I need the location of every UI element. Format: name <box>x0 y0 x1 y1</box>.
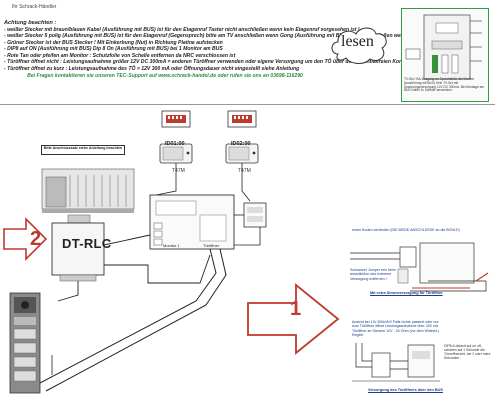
support-contact: Bei Fragen kontaktieren sie unseren TEC-… <box>27 73 303 79</box>
right-mid-note: Schwarzer Jumper rein beim anschließen d… <box>350 268 396 281</box>
door-station <box>9 292 41 394</box>
dt-rlc-module <box>51 214 105 282</box>
dip-switch-right <box>227 110 257 128</box>
gate-note: Bitte Anschlusssatz siehe Anleitung beac… <box>41 145 125 155</box>
right-caption-bus: Versorgung des Türöffners über den BUS <box>368 388 443 392</box>
right-wiring-bottom <box>352 343 440 382</box>
monitor-left <box>159 143 193 164</box>
distribution-unit <box>243 202 267 228</box>
model-left-label: T47M <box>172 168 185 174</box>
model-right-label: T47M <box>238 168 251 174</box>
arrow-2 <box>3 217 48 261</box>
monitor-right <box>225 143 259 164</box>
note-line: - Grüner Stecker ist der BUS Stecker ! M… <box>4 39 223 46</box>
note-line: - weißer Stecker 5 polig (Ausführung mit… <box>4 33 443 39</box>
notes-block: Achtung beachten : - weißer Stecker mit … <box>4 20 443 80</box>
arrow-1 <box>247 283 340 355</box>
lesen-cloud <box>331 27 387 64</box>
right-wiring-top <box>350 242 489 292</box>
inset-wiring <box>405 14 482 80</box>
note-line: - Türöffner öffnet zu kurz : Leistungsau… <box>4 65 300 72</box>
right-caption-external: Mit extra Stromversorgung für Türöffner <box>370 291 443 295</box>
dip-note: DIP8-6 default auf on off, schalten auf … <box>444 344 491 360</box>
note-line: - Rote Tan oder pfeifen am Monitor : Sch… <box>4 52 236 59</box>
wiring-diagram <box>3 110 489 394</box>
note-line: - weißer Stecker mit braun/blauen Kabel … <box>4 26 360 33</box>
dip-switch-left <box>161 110 191 128</box>
gate-drawing <box>41 168 135 213</box>
dip-right-label: ID02:00 <box>231 141 251 147</box>
brand-label: Ihr Schrack-Händler <box>12 4 57 10</box>
right-top-note: erster Boden verbinden (DIE BEIDE ANSCHL… <box>352 228 460 232</box>
right-low-note: Ansicht bei 12v 300mA!!! Falls nichts pa… <box>352 320 440 337</box>
inset-panel <box>401 8 489 102</box>
notes-title: Achtung beachten : <box>4 20 57 26</box>
dip-left-label: ID01:00 <box>165 141 185 147</box>
lesen-label: lesen <box>341 33 374 50</box>
control-unit <box>149 194 235 250</box>
inset-caption: TV-Set / BA-Ausgang an Sprechstelle der … <box>404 77 485 93</box>
note-line: - DIP8 auf ON (Ausführung mit BUS) Dip 8… <box>4 46 223 52</box>
door-opener-label: Türöffner <box>203 243 220 248</box>
arrow-2-label: 2 <box>30 228 42 250</box>
monitor-label: Monitor 1 <box>163 243 180 248</box>
divider <box>0 104 495 105</box>
note-line: - Türöffner öffnet nicht : Leistungsaufn… <box>4 59 440 65</box>
arrow-1-label: 1 <box>290 298 302 320</box>
dt-rlc-label: DT-RLC <box>62 236 112 251</box>
